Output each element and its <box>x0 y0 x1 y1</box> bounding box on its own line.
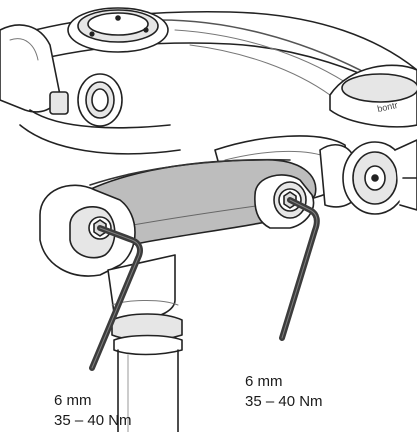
stem-clamp <box>39 135 351 277</box>
wrench-size-label: 6 mm <box>54 392 92 409</box>
wrench-size-label: 6 mm <box>245 373 283 390</box>
right-device: bontr <box>329 64 417 128</box>
right-knob <box>319 139 417 215</box>
torque-callout-right: 6 mm 35 – 40 Nm <box>245 372 323 412</box>
left-hex-key-icon <box>89 225 143 371</box>
computer-mount <box>67 7 169 53</box>
torque-value-label: 35 – 40 Nm <box>245 393 323 410</box>
right-hex-key-icon <box>279 197 320 341</box>
torque-value-label: 35 – 40 Nm <box>54 412 132 429</box>
left-adjust-knob <box>77 73 123 127</box>
left-control-body <box>0 24 181 155</box>
torque-callout-left: 6 mm 35 – 40 Nm <box>54 391 132 431</box>
svg-text:bontr: bontr <box>376 100 398 114</box>
steerer-column <box>107 254 183 432</box>
